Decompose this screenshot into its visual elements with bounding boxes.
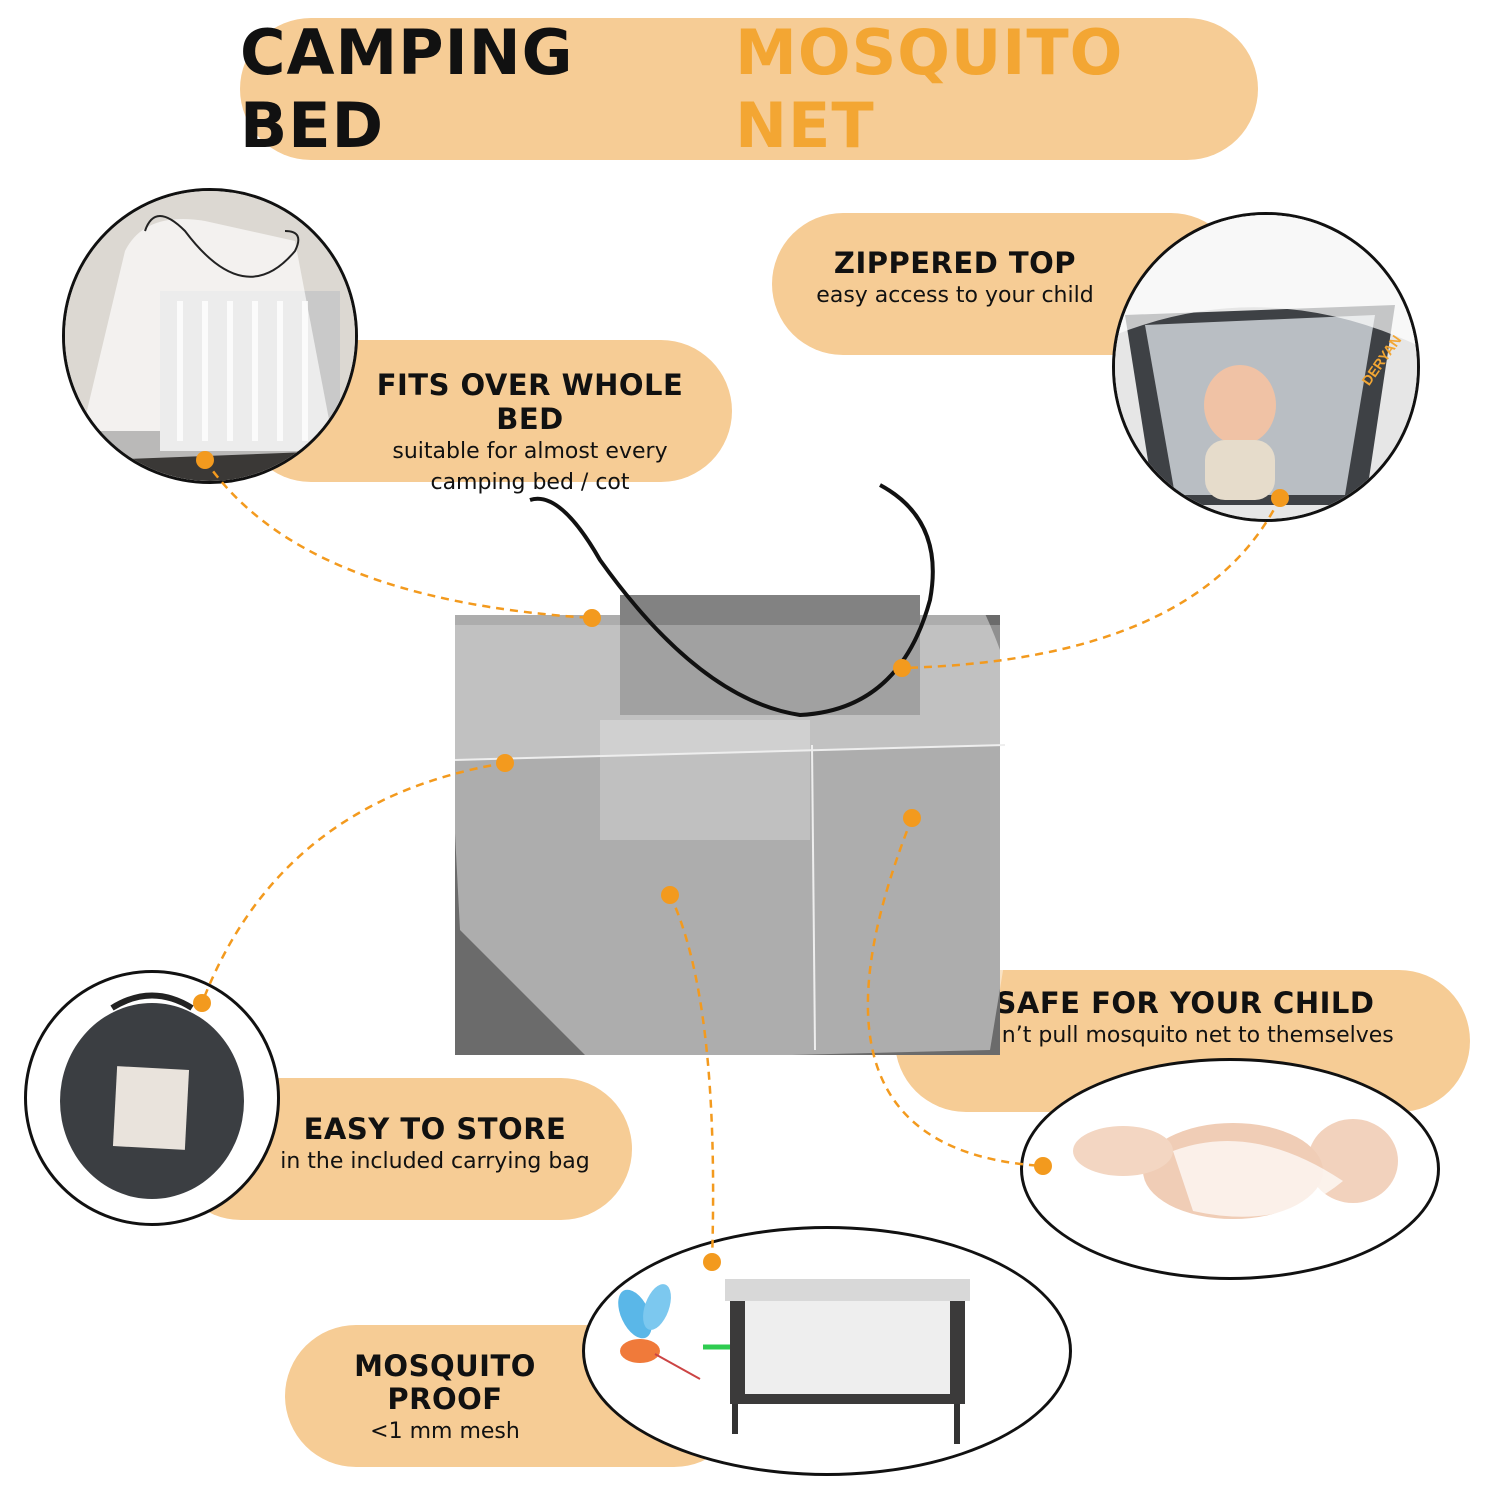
feature-fits: FITS OVER WHOLE BED suitable for almost … bbox=[340, 368, 720, 498]
feature-heading: EASY TO STORE bbox=[303, 1112, 567, 1146]
feature-heading: FITS OVER WHOLE BED bbox=[376, 368, 684, 436]
feature-text: in the included carrying bag bbox=[280, 1149, 590, 1174]
feature-store: EASY TO STORE in the included carrying b… bbox=[255, 1112, 615, 1177]
feature-zipper: ZIPPERED TOP easy access to your child bbox=[790, 246, 1120, 311]
title-banner: CAMPING BED MOSQUITO NET bbox=[240, 16, 1258, 162]
feature-heading: ZIPPERED TOP bbox=[833, 246, 1077, 280]
crib-illustration bbox=[65, 191, 355, 481]
feature-text: camping bed / cot bbox=[430, 470, 630, 495]
feature-safe: SAFE FOR YOUR CHILD can’t pull mosquito … bbox=[940, 986, 1430, 1051]
feature-text: <1 mm mesh bbox=[370, 1419, 520, 1444]
travel-cot-with-net bbox=[445, 483, 1008, 1060]
baby-with-net-illustration bbox=[1073, 1119, 1398, 1219]
safe-baby-photo bbox=[1020, 1058, 1440, 1280]
feature-heading: MOSQUITO bbox=[354, 1349, 536, 1383]
mosquito-proof-photo bbox=[582, 1226, 1072, 1476]
carrying-bag-illustration bbox=[60, 992, 244, 1199]
feature-proof: MOSQUITO PROOF <1 mm mesh bbox=[320, 1350, 570, 1447]
carrying-bag-photo bbox=[24, 970, 280, 1226]
zippered-top-photo: DERYAN bbox=[1112, 212, 1420, 522]
feature-text: easy access to your child bbox=[816, 283, 1094, 308]
crib-net-photo bbox=[62, 188, 358, 484]
title-part-2: MOSQUITO NET bbox=[735, 16, 1124, 162]
feature-text: can’t pull mosquito net to themselves bbox=[976, 1023, 1394, 1048]
feature-heading: PROOF bbox=[387, 1382, 503, 1416]
mosquito-blocked-illustration bbox=[618, 1279, 970, 1444]
feature-text: suitable for almost every bbox=[392, 439, 668, 464]
feature-heading: SAFE FOR YOUR CHILD bbox=[995, 986, 1375, 1020]
title-part-1: CAMPING BED bbox=[240, 16, 574, 162]
baby-in-crib-illustration: DERYAN bbox=[1115, 215, 1417, 519]
